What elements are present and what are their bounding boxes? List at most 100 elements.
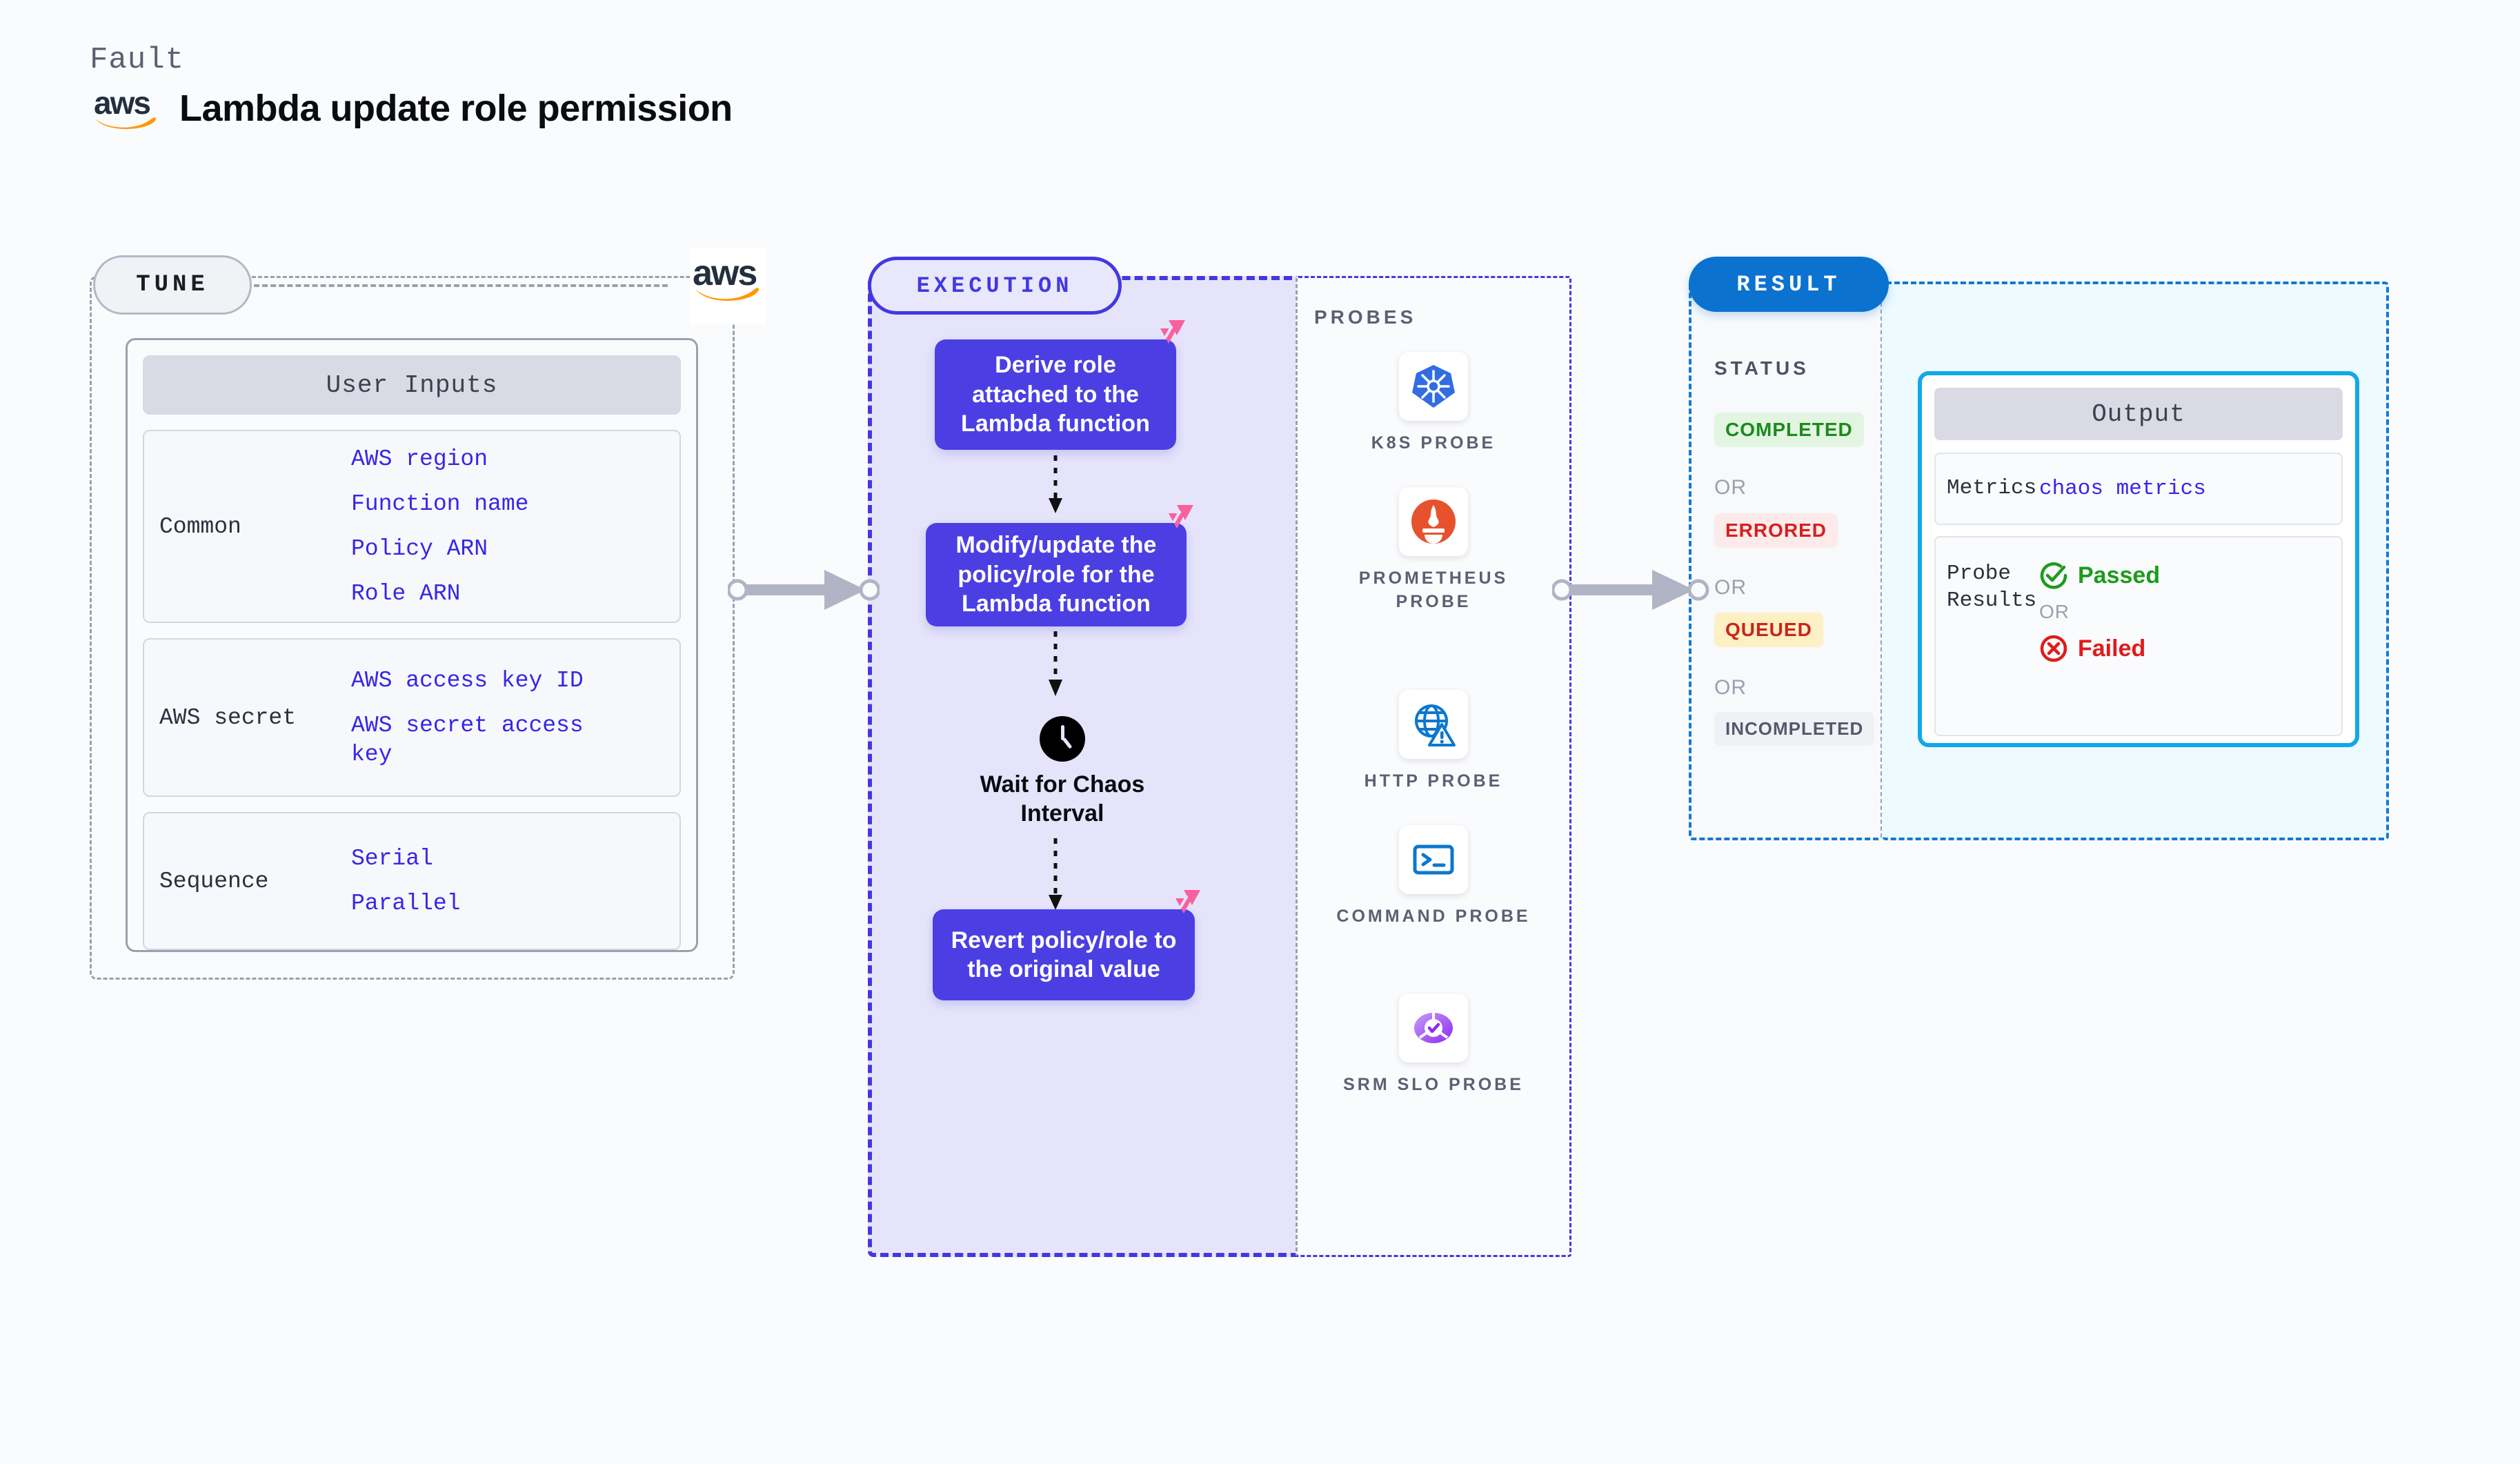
result-status-region [1689,281,1882,840]
result-pill-label: RESULT [1736,271,1841,297]
user-inputs-title: User Inputs [326,370,498,399]
page-title: Lambda update role permission [179,88,733,129]
srm-slo-icon [1414,1013,1453,1043]
input-value[interactable]: AWS region [351,446,488,472]
status-badge-queued[interactable]: QUEUED [1714,613,1823,647]
probes-title: PROBES [1314,306,1417,328]
input-value[interactable]: AWS access key ID [351,668,584,694]
probe-srm-slo[interactable]: SRM SLO PROBE [1330,993,1537,1097]
failed-label: Failed [2078,635,2146,662]
chaos-badge-icon [1160,320,1185,344]
chaos-badge-icon [1169,505,1193,528]
execution-pill-label: EXECUTION [916,273,1073,299]
or-label: OR [1714,676,1747,699]
input-value[interactable]: Parallel [351,891,461,916]
tune-header-dash [254,284,668,287]
prometheus-icon [1411,499,1456,544]
probe-label: COMMAND PROBE [1336,907,1531,926]
aws-logo: aws [90,87,164,130]
input-value[interactable]: Serial [351,845,433,871]
clock-icon [1040,716,1085,762]
probe-label: HTTP PROBE [1364,771,1503,791]
input-group-label: Common [159,513,241,540]
input-group-label: Sequence [159,868,269,894]
connector-execution-to-result [1552,570,1709,610]
probe-prometheus[interactable]: PROMETHEUS PROBE [1330,487,1537,614]
arrow-step1-to-step2 [1049,455,1062,513]
probe-k8s[interactable]: K8S PROBE [1330,352,1537,455]
input-group-aws-secret: AWS secret AWS access key ID AWS secret … [143,638,681,797]
status-badge-label: INCOMPLETED [1714,712,1875,746]
passed-label: Passed [2078,562,2161,588]
status-badge-label: ERRORED [1714,513,1838,548]
status-or-3: OR [1714,676,1747,700]
input-group-label: AWS secret [159,704,297,731]
page-header: Fault aws Lambda update role permission [90,43,733,130]
probe-tile [1399,690,1468,759]
arrow-step2-to-wait [1049,631,1062,696]
probe-http[interactable]: HTTP PROBE [1330,690,1537,793]
input-value[interactable]: AWS secret access key [351,713,584,767]
status-badge-errored[interactable]: ERRORED [1714,513,1838,548]
input-value[interactable]: Function name [351,491,529,517]
probe-or-label: OR [2039,601,2070,622]
metrics-value[interactable]: chaos metrics [2039,477,2206,501]
output-row-probe-results: Probe Results Passed OR Failed [1934,536,2343,736]
input-group-sequence: Sequence Serial Parallel [143,812,681,950]
status-title: STATUS [1714,357,1809,379]
probe-results-label: Probe Results [1947,562,2037,613]
probe-label: SRM SLO PROBE [1343,1075,1524,1094]
aws-swoosh-icon [95,117,157,129]
execution-step-derive-role[interactable]: Derive role attached to the Lambda funct… [935,339,1176,450]
probe-verdict-failed: Failed [2039,634,2160,663]
output-card: Output Metrics chaos metrics Probe Resul… [1918,371,2359,747]
status-badge-label: QUEUED [1714,613,1823,647]
fault-label: Fault [90,43,185,77]
or-label: OR [1714,576,1747,599]
probe-tile [1399,487,1468,556]
probe-label: K8S PROBE [1371,433,1496,453]
aws-wordmark: aws [94,85,151,121]
connector-tune-to-execution [728,570,880,610]
input-value[interactable]: Role ARN [351,581,461,607]
globe-warning-icon [1415,704,1456,746]
metrics-label: Metrics [1947,476,2037,501]
arrow-wait-to-revert [1049,838,1062,910]
aws-corner-swoosh-icon [695,288,760,301]
status-badge-incompleted[interactable]: INCOMPLETED [1714,712,1875,746]
output-header: Output [1934,388,2343,440]
result-pill: RESULT [1689,257,1889,312]
status-or-1: OR [1714,476,1747,499]
aws-corner-logo: aws [690,248,766,324]
or-label: OR [1714,476,1747,499]
chaos-badge-icon [1175,890,1200,913]
wait-for-chaos-interval-label: Wait for Chaos Interval [980,771,1145,827]
probe-label: PROMETHEUS PROBE [1358,568,1509,611]
execution-step-modify-policy[interactable]: Modify/update the policy/role for the La… [926,523,1187,626]
status-badge-completed[interactable]: COMPLETED [1714,413,1864,447]
status-badge-label: COMPLETED [1714,413,1864,447]
terminal-icon [1413,844,1454,875]
kubernetes-icon [1412,365,1455,408]
input-value[interactable]: Policy ARN [351,536,488,562]
check-circle-icon [2040,562,2067,589]
tune-pill: TUNE [93,255,252,315]
tune-pill-label: TUNE [136,272,209,298]
output-row-metrics: Metrics chaos metrics [1934,453,2343,525]
execution-wait-block: Wait for Chaos Interval [980,716,1145,828]
probe-tile [1399,993,1468,1062]
probe-command[interactable]: COMMAND PROBE [1330,825,1537,929]
user-inputs-card: User Inputs Common AWS region Function n… [126,338,698,952]
input-group-common: Common AWS region Function name Policy A… [143,430,681,623]
probe-verdict-passed: Passed [2039,561,2160,590]
x-circle-icon [2040,635,2067,662]
probes-panel [1296,276,1571,1257]
aws-corner-wordmark: aws [693,253,757,293]
execution-pill: EXECUTION [868,257,1122,315]
execution-step-revert-policy[interactable]: Revert policy/role to the original value [933,909,1195,1000]
status-or-2: OR [1714,576,1747,600]
output-title: Output [2092,399,2185,428]
user-inputs-header: User Inputs [143,355,681,415]
probe-tile [1399,352,1468,421]
probe-tile [1399,825,1468,894]
